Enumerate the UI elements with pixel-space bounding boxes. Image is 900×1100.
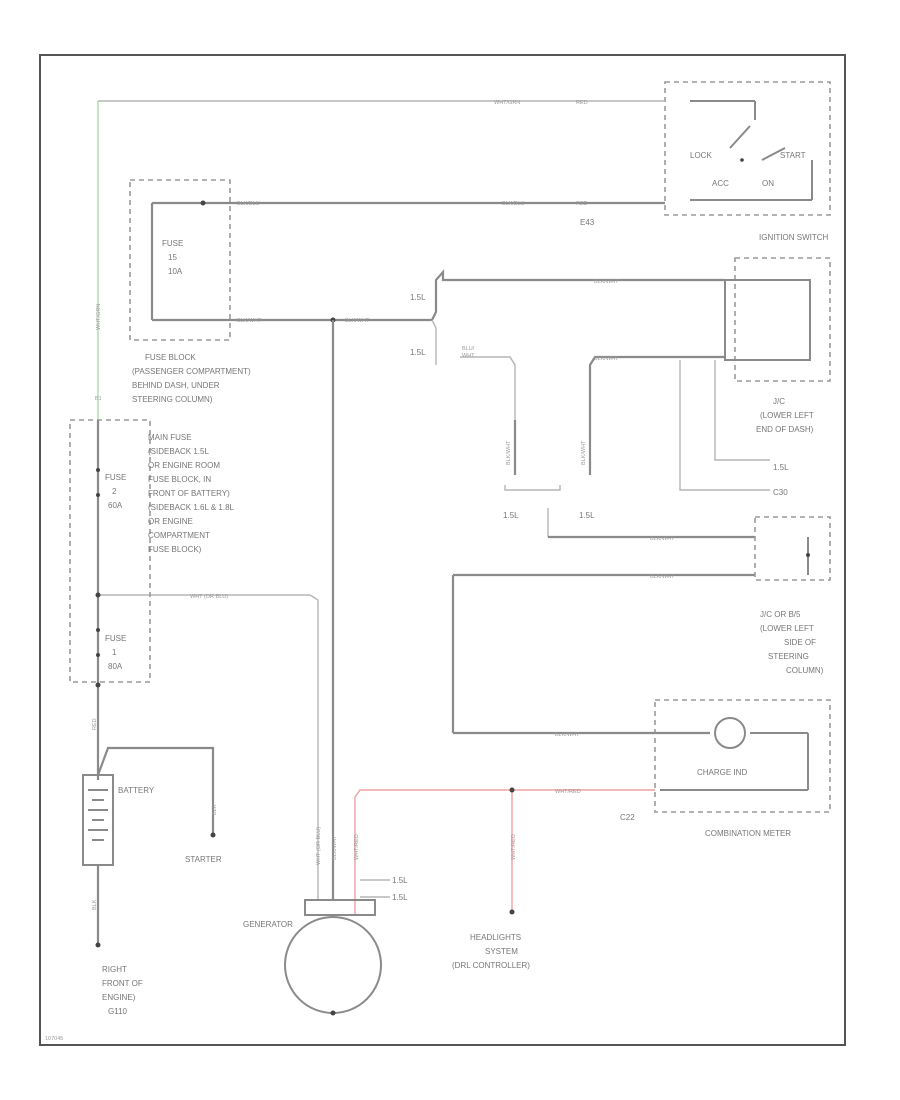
headlights-label-1: HEADLIGHTS (470, 933, 521, 942)
figure-number: 107045 (45, 1036, 63, 1042)
main-fuse-label-8: COMPARTMENT (148, 531, 210, 540)
wire-label-wht-red-v2: WHT/RED (354, 834, 360, 860)
wire-label-blu-wht-1: BLU/ (462, 346, 475, 352)
wire-label-wht-red-v: WHT/RED (511, 834, 517, 860)
fuse-1-label: FUSE (105, 634, 126, 643)
jc-steer-label-4: STEERING (768, 652, 809, 661)
jc-left-inner (724, 279, 811, 361)
wire-label-blk-wht-3: BLK/WHT (594, 279, 619, 285)
diagram-frame (39, 54, 846, 1046)
connector-a-label: RED (576, 100, 588, 106)
splice-1-5l-left: 1.5L (503, 511, 519, 520)
main-fuse-label-6: (SIDEBACK 1.6L & 1.8L (148, 503, 235, 512)
acc-label: ACC (712, 179, 729, 188)
wire-label-blk: BLK (212, 804, 218, 815)
charge-ind-label: CHARGE IND (697, 768, 747, 777)
fuse-15-label: FUSE (162, 239, 183, 248)
wire-label-blk-2: BLK (92, 899, 98, 910)
splice-1-5l-right: 1.5L (579, 511, 595, 520)
wire-label-blk-wht-4: BLK/WHT (594, 356, 619, 362)
right-front-label-2: FRONT OF (102, 979, 143, 988)
connector-b-label: RED (576, 201, 588, 207)
headlights-label-2: SYSTEM (485, 947, 518, 956)
main-fuse-label-1: MAIN FUSE (148, 433, 192, 442)
jc-1-5l-label: 1.5L (773, 463, 789, 472)
ignition-switch-label: IGNITION SWITCH (759, 233, 829, 242)
c30-label: C30 (773, 488, 788, 497)
jc-steering-box (754, 516, 831, 581)
wire-label-blk-blu: BLK/BLU (237, 201, 260, 207)
on-label: ON (762, 179, 774, 188)
wire-label-blk-wht-2: BLK/WHT (345, 318, 370, 324)
branch-1-5l-a: 1.5L (410, 293, 426, 302)
gen-1-5l-a: 1.5L (392, 876, 408, 885)
wire-label-blk-wht-v2: BLK/WHT (581, 440, 587, 465)
fuse-block-label-4: STEERING COLUMN) (132, 395, 213, 404)
fuse-2-rating: 60A (108, 501, 123, 510)
main-fuse-box (69, 419, 151, 683)
fuse-2-number: 2 (112, 487, 117, 496)
right-front-label-1: RIGHT (102, 965, 127, 974)
fuse-block-box (129, 179, 231, 341)
wire-label-wht-red: WHT/RED (555, 789, 581, 795)
battery-label: BATTERY (118, 786, 155, 795)
generator-symbol (284, 916, 382, 1014)
jc-left-label-3: END OF DASH) (756, 425, 814, 434)
wire-label-blk-wht-v1: BLK/WHT (506, 440, 512, 465)
main-fuse-label-9: FUSE BLOCK) (148, 545, 202, 554)
jc-left-label-1: J/C (773, 397, 785, 406)
lock-label: LOCK (690, 151, 712, 160)
gen-1-5l-b: 1.5L (392, 893, 408, 902)
fuse-1-rating: 80A (108, 662, 123, 671)
headlights-label-3: (DRL CONTROLLER) (452, 961, 530, 970)
wire-label-blk-wht-v3: BLK/WHT (332, 835, 338, 860)
wire-label-blk-wht-1: BLK/WHT (237, 318, 262, 324)
jc-left-label-2: (LOWER LEFT (760, 411, 814, 420)
wire-label-wht-grn-vertical: WHT/GRN (96, 304, 102, 330)
wire-label-blk-wht-5: BLK/WHT (650, 536, 675, 542)
main-fuse-label-2: (SIDEBACK 1.5L (148, 447, 209, 456)
ignition-switch-box (664, 81, 831, 216)
branch-1-5l-b: 1.5L (410, 348, 426, 357)
fuse-15-number: 15 (168, 253, 177, 262)
jc-left-box (734, 257, 831, 382)
main-fuse-label-7: OR ENGINE (148, 517, 193, 526)
fuse-block-label-3: BEHIND DASH, UNDER (132, 381, 220, 390)
main-fuse-label-4: FUSE BLOCK, IN (148, 475, 211, 484)
jc-steer-label-2: (LOWER LEFT (760, 624, 814, 633)
main-fuse-label-3: OR ENGINE ROOM (148, 461, 220, 470)
right-front-label-3: ENGINE) (102, 993, 136, 1002)
wire-label-blu-wht-2: WHT (462, 353, 475, 359)
fuse-2-label: FUSE (105, 473, 126, 482)
fuse-block-label-2: (PASSENGER COMPARTMENT) (132, 367, 251, 376)
wire-label-blk-wht-6: BLK/WHT (650, 574, 675, 580)
combination-meter-label: COMBINATION METER (705, 829, 791, 838)
combination-meter-box (654, 699, 831, 813)
fuse-block-label-1: FUSE BLOCK (145, 353, 196, 362)
jc-steer-label-1: J/C OR B/5 (760, 610, 801, 619)
main-fuse-label-5: FRONT OF BATTERY) (148, 489, 230, 498)
right-front-label-4: G110 (108, 1007, 128, 1016)
fuse-15-rating: 10A (168, 267, 183, 276)
e43-connector-label: E43 (580, 218, 595, 227)
jc-steer-label-3: SIDE OF (784, 638, 816, 647)
jc-steer-label-5: COLUMN) (786, 666, 824, 675)
wire-label-blk-blu-2: BLK/BLU (502, 201, 525, 207)
starter-label: STARTER (185, 855, 222, 864)
c22-label: C22 (620, 813, 635, 822)
wire-label-wht-or-blu: WHT (OR BLU) (190, 594, 228, 600)
wire-label-blk-wht-7: BLK/WHT (555, 732, 580, 738)
wire-label-wht-or-blu-v: WHT (OR BLU) (316, 827, 322, 865)
b1-label: B1 (95, 396, 102, 402)
generator-label: GENERATOR (243, 920, 293, 929)
fuse-1-number: 1 (112, 648, 117, 657)
wire-label-red: RED (92, 718, 98, 730)
wire-label-wht-grn: WHT/GRN (494, 100, 520, 106)
start-label: START (780, 151, 806, 160)
